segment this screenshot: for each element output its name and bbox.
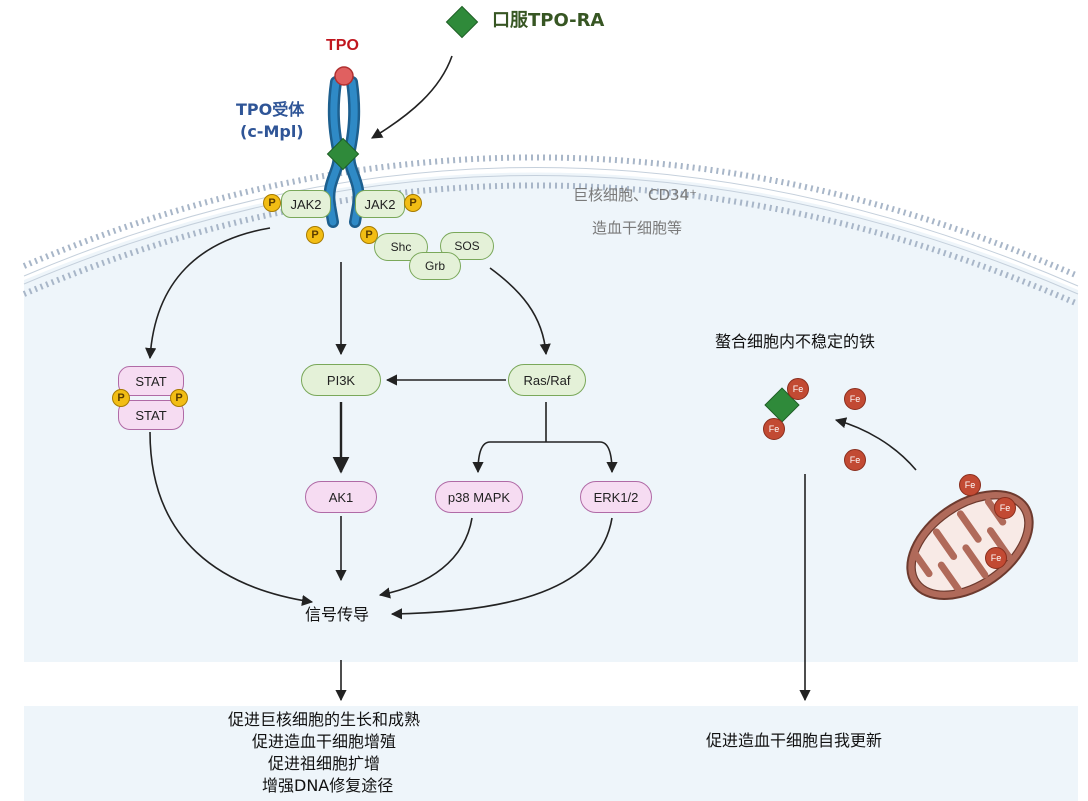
arrow-erk-to-signal xyxy=(390,517,613,620)
outcome-panel xyxy=(24,706,1078,801)
signal-transduction-label: 信号传导 xyxy=(305,605,370,624)
fe-ion: Fe xyxy=(994,497,1016,519)
drug-label: 口服TPO-RA xyxy=(492,10,605,31)
grb-node: Grb xyxy=(409,252,461,280)
receptor-drug-diamond xyxy=(326,137,360,171)
outcome-right: 促进造血干细胞自我更新 xyxy=(706,731,883,750)
iron-chelation-title: 螯合细胞内不稳定的铁 xyxy=(715,332,876,351)
fe-ion: Fe xyxy=(985,547,1007,569)
arrow-branch-to-p38 xyxy=(472,441,491,474)
phospho-badge: P xyxy=(404,194,422,212)
fe-ion: Fe xyxy=(787,378,809,400)
ras-raf-node: Ras/Raf xyxy=(508,364,586,396)
fe-ion: Fe xyxy=(844,388,866,410)
arrow-to-rasraf xyxy=(489,267,551,356)
tpo-ligand xyxy=(334,66,354,86)
cell-interior xyxy=(24,172,1078,662)
arrow-mito-to-chelator xyxy=(834,417,917,471)
membrane-outer xyxy=(22,154,1080,279)
outcome-left-4: 增强DNA修复途径 xyxy=(262,776,394,795)
arrow-branch-to-erk xyxy=(599,441,618,474)
phospho-badge: P xyxy=(263,194,281,212)
fe-ion: Fe xyxy=(959,474,981,496)
arrow-drug-to-receptor xyxy=(371,55,453,139)
line-rasraf-branch xyxy=(490,402,600,443)
membrane-outer-tails xyxy=(23,167,1079,287)
erk-node: ERK1/2 xyxy=(580,481,652,513)
fe-ion: Fe xyxy=(763,418,785,440)
phospho-badge: P xyxy=(360,226,378,244)
phospho-badge: P xyxy=(170,389,188,407)
outcome-left-1: 促进巨核细胞的生长和成熟 xyxy=(228,710,421,729)
tpo-label: TPO xyxy=(326,37,359,54)
fe-ion: Fe xyxy=(844,449,866,471)
jak2-left: JAK2 xyxy=(281,190,331,218)
stat-top: STAT xyxy=(118,366,184,396)
p38-mapk-node: p38 MAPK xyxy=(435,481,523,513)
membrane-cells-line2: 造血干细胞等 xyxy=(592,219,683,237)
receptor-label-line1: TPO受体 xyxy=(236,100,305,119)
membrane-inner-tails xyxy=(23,175,1079,295)
phospho-badge: P xyxy=(112,389,130,407)
outcome-left-2: 促进造血干细胞增殖 xyxy=(252,732,397,751)
arrow-stat-to-signal xyxy=(149,431,314,607)
arrow-p38-to-signal xyxy=(378,517,473,599)
membrane-cells-line1: 巨核细胞、CD34⁺ xyxy=(573,186,698,204)
outcome-left-3: 促进祖细胞扩增 xyxy=(268,754,381,773)
receptor-label-line2: (c-Mpl) xyxy=(240,122,304,141)
arrow-jak-to-stat xyxy=(145,227,271,360)
ak1-node: AK1 xyxy=(305,481,377,513)
drug-diamond xyxy=(445,5,479,39)
membrane-inner xyxy=(22,182,1080,307)
pi3k-node: PI3K xyxy=(301,364,381,396)
jak2-right: JAK2 xyxy=(355,190,405,218)
phospho-badge: P xyxy=(306,226,324,244)
